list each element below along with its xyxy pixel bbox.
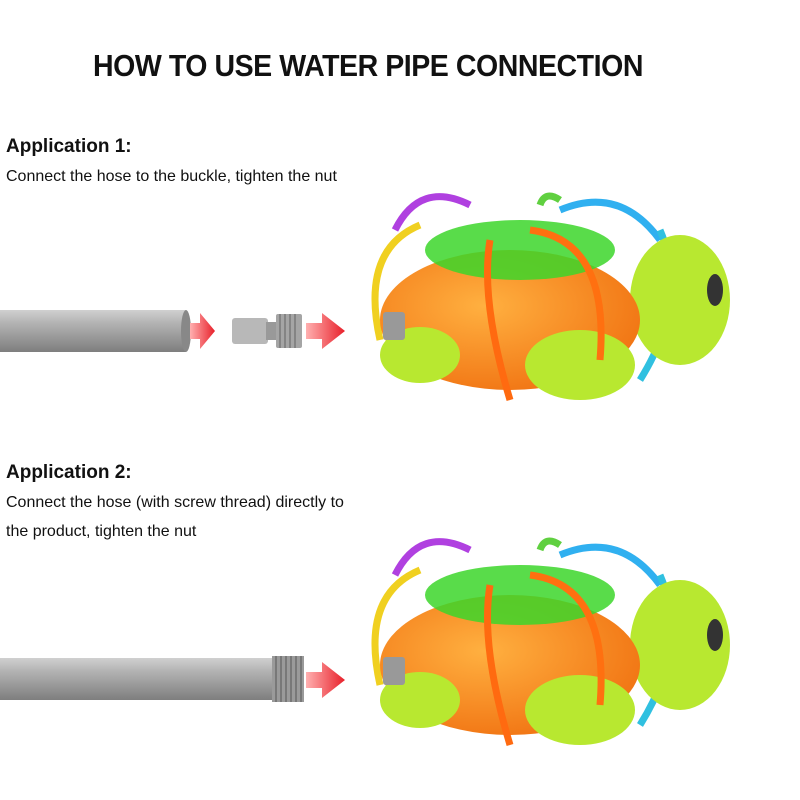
arrow-icon	[306, 313, 345, 349]
application-2-text-line-1: Connect the hose (with screw thread) dir…	[6, 494, 344, 511]
hose-pipe-threaded	[0, 658, 272, 700]
application-1-text: Connect the hose to the buckle, tighten …	[6, 168, 337, 185]
page-title: HOW TO USE WATER PIPE CONNECTION	[93, 48, 643, 83]
turtle-sprinkler	[375, 541, 730, 745]
screw-thread	[272, 656, 304, 702]
hose-pipe	[0, 310, 186, 352]
application-2-text-line-2: the product, tighten the nut	[6, 523, 197, 540]
arrow-icon	[306, 662, 345, 698]
hose-connector	[232, 314, 302, 348]
arrow-icon	[190, 313, 215, 349]
application-2-heading: Application 2:	[6, 462, 132, 483]
application-1-heading: Application 1:	[6, 136, 132, 157]
turtle-sprinkler	[375, 196, 730, 400]
